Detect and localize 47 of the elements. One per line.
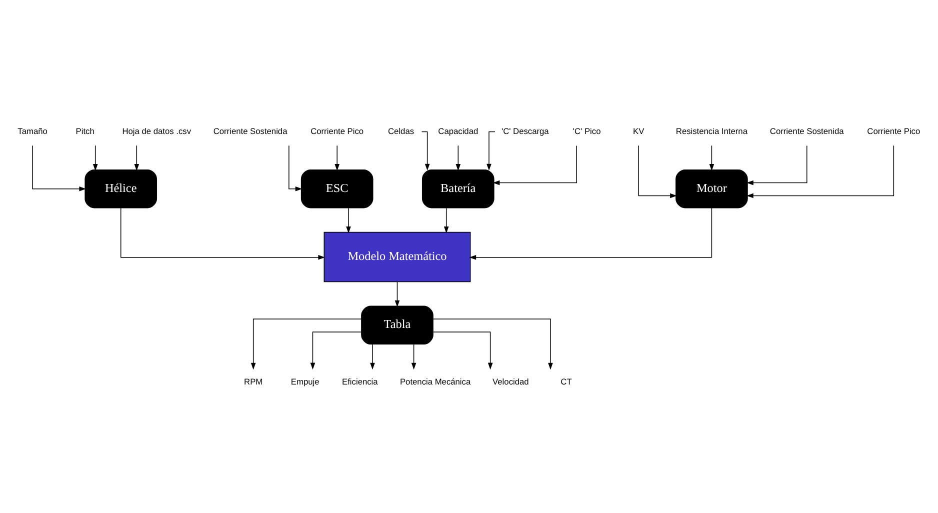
- node-text: Celdas: [388, 125, 414, 136]
- node-text: Empuje: [290, 376, 320, 386]
- arrow: [346, 207, 351, 233]
- arrow: [394, 280, 400, 307]
- node-box: ESC: [300, 168, 374, 208]
- node-box: Batería: [422, 168, 494, 208]
- node-text: Corriente Pico: [310, 125, 364, 136]
- arrow: [288, 144, 302, 191]
- node-text: RPM: [244, 376, 263, 386]
- node-box: Hélice: [84, 168, 158, 208]
- node-box: Tabla: [361, 305, 434, 344]
- arrow: [432, 318, 553, 370]
- arrow: [709, 144, 714, 170]
- arrow: [638, 144, 677, 198]
- arrow: [444, 207, 449, 233]
- node-box: Modelo Matemático: [324, 231, 471, 282]
- arrow: [120, 207, 326, 260]
- node-text: Velocidad: [492, 376, 529, 386]
- node-text: 'C' Descarga: [501, 125, 549, 136]
- node-text: Tamaño: [18, 125, 48, 136]
- arrow: [370, 344, 375, 370]
- arrow: [250, 318, 362, 370]
- arrow: [92, 144, 98, 170]
- node-text: Hoja de datos .csv: [122, 125, 192, 136]
- node-box: Motor: [676, 168, 748, 208]
- node-text: Resistencia Interna: [676, 125, 748, 136]
- node-text: Corriente Pico: [867, 125, 920, 136]
- arrow: [134, 144, 140, 170]
- node-text: Corriente Sostenida: [770, 125, 844, 136]
- arrow: [469, 207, 712, 260]
- arrow: [334, 144, 340, 170]
- node-text: CT: [560, 376, 572, 386]
- arrow: [432, 331, 493, 370]
- arrow: [411, 344, 416, 370]
- arrow: [492, 144, 577, 185]
- node-text: Potencia Mecánica: [400, 376, 471, 386]
- arrow: [310, 331, 362, 370]
- node-text: Eficiencia: [342, 376, 378, 386]
- arrow: [32, 144, 86, 191]
- arrow: [746, 144, 894, 198]
- arrow: [746, 144, 808, 185]
- node-text: Corriente Sostenida: [213, 125, 288, 136]
- arrow: [456, 144, 461, 170]
- node-text: 'C' Pico: [572, 125, 601, 136]
- node-text: Capacidad: [438, 125, 478, 136]
- node-text: KV: [633, 125, 644, 136]
- node-text: Pitch: [76, 125, 94, 136]
